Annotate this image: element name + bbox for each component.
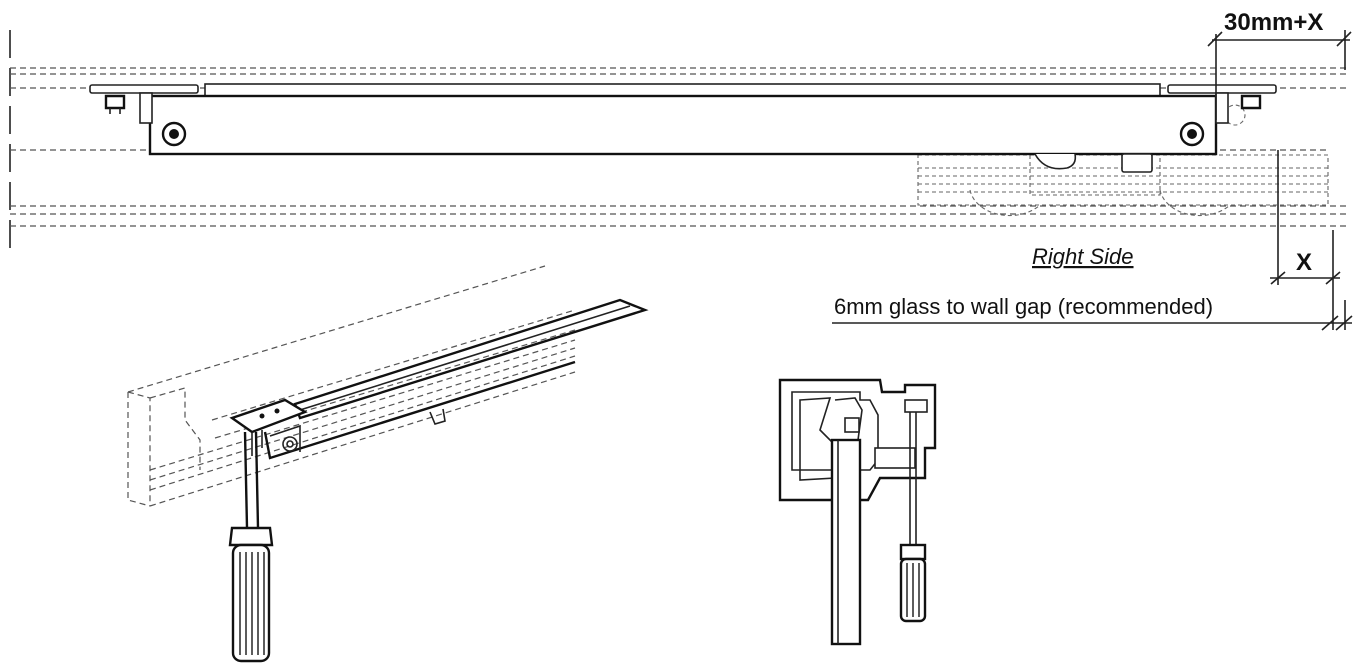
dimensions: 30mm+X X Right Side 6mm glass to wall ga… [832, 9, 1353, 331]
tick-mark [1321, 315, 1339, 331]
section-gasket [844, 417, 860, 433]
stopper-block [1121, 153, 1153, 173]
isometric-view [127, 265, 649, 663]
iso-cover-line [299, 305, 631, 411]
iso-screw-hole [274, 408, 280, 414]
iso-stopper [429, 408, 446, 425]
tick-mark [1270, 271, 1286, 285]
iso-body-face [269, 424, 301, 452]
screwdriver-shaft [243, 431, 249, 529]
dimension-label-top: 30mm+X [1224, 9, 1323, 36]
right-bracket-leg [1215, 92, 1229, 124]
iso-end-cap-icon [282, 436, 298, 452]
screwdriver-ferrule [228, 526, 274, 547]
left-end-cap-center [169, 129, 179, 139]
screwdriver-shaft [254, 431, 260, 529]
right-end-cap-icon [1179, 121, 1205, 147]
cover-strip [204, 83, 1161, 97]
section-screwdriver-ferrule [899, 543, 927, 561]
iso-dashed-edge [127, 392, 151, 507]
cross-section-view [778, 378, 937, 646]
iso-dashed-edge [149, 371, 576, 507]
track-profile-body [148, 94, 1218, 156]
hidden-bolt-circle [1224, 104, 1246, 126]
iso-dashed-edge [149, 387, 201, 470]
left-bracket-plate [89, 84, 199, 94]
left-screw-head [104, 94, 126, 110]
tick-mark [1207, 31, 1223, 47]
left-end-cap-icon [161, 121, 187, 147]
tick-mark [1335, 315, 1353, 331]
right-bracket-plate [1167, 84, 1277, 94]
iso-bracket-leg [251, 430, 263, 456]
iso-dashed-edge [149, 339, 576, 471]
iso-bracket-plate [229, 398, 308, 434]
gap-note: 6mm glass to wall gap (recommended) [834, 294, 1213, 319]
glass-pane [830, 438, 862, 646]
iso-body-lower [263, 360, 576, 460]
iso-dashed-edge [211, 309, 576, 421]
section-screw-head [904, 399, 928, 413]
left-bracket-leg [139, 92, 153, 124]
roller-shape [1034, 153, 1077, 170]
tick-mark [1336, 31, 1352, 47]
hidden-roller-arc [969, 189, 1041, 217]
iso-dashed-edge [127, 391, 151, 506]
iso-dashed-edge [127, 265, 546, 393]
iso-end-cap-center [286, 440, 294, 448]
hidden-roller-arc [1159, 189, 1231, 217]
iso-dashed-edge [149, 347, 576, 481]
top-elevation-view [9, 30, 1350, 250]
side-caption: Right Side [1032, 244, 1134, 269]
tick-mark [1325, 271, 1341, 285]
screwdriver-handle [231, 543, 271, 663]
dimension-label-x: X [1296, 249, 1312, 276]
section-clamp-jaw [834, 397, 863, 441]
iso-screw-hole [259, 413, 265, 419]
iso-dashed-edge [149, 355, 576, 491]
section-inner-cavity [791, 391, 879, 471]
right-end-cap-center [1187, 129, 1197, 139]
section-bolt-block [874, 447, 916, 469]
right-screw-head [1240, 94, 1262, 110]
